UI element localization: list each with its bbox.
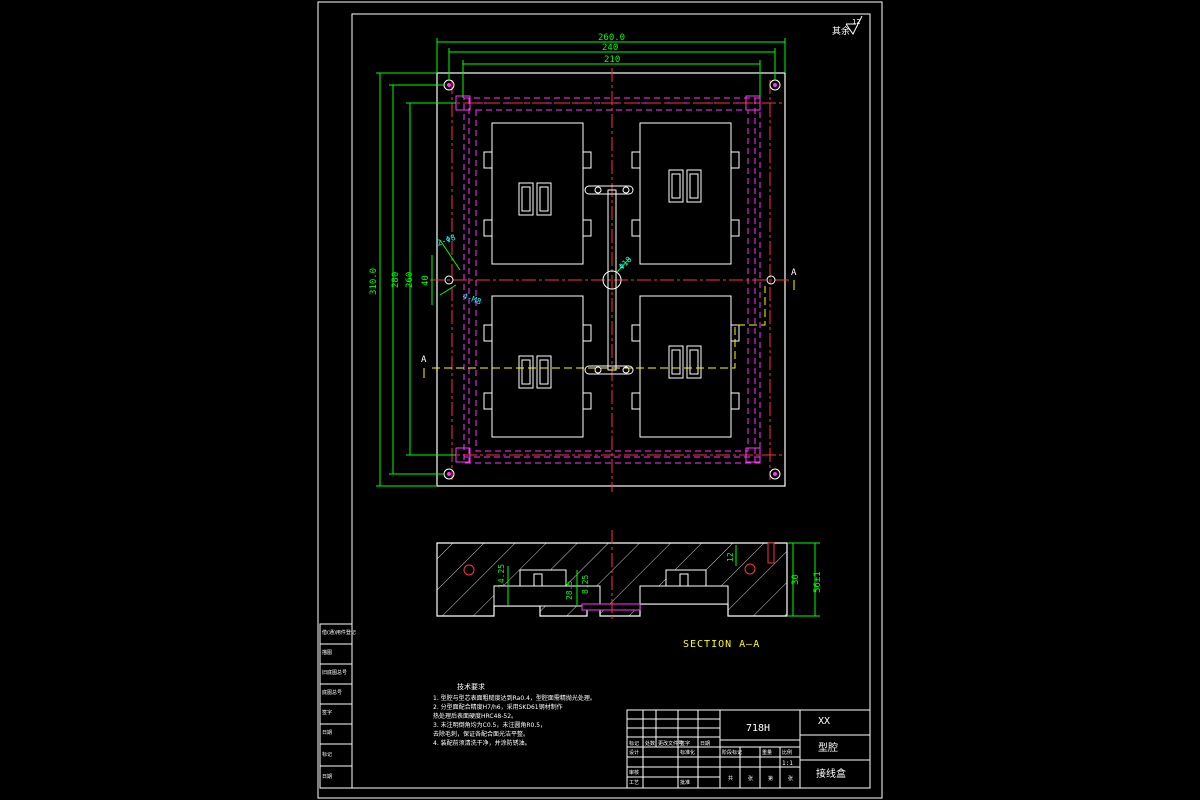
hole-note-2-phi8: 2-Φ8: [436, 233, 457, 248]
sprue-circle: [602, 270, 622, 290]
dim-height-40: 40: [421, 275, 431, 286]
sign-cell: 工艺: [629, 780, 639, 786]
roughness-value: 12: [852, 18, 860, 26]
side-cell: 描图: [322, 649, 332, 656]
material-code: 718H: [746, 723, 770, 734]
tech-line: 去除毛刺，保证各配合面光洁平整。: [433, 730, 529, 738]
side-table: 借(通)用件登记 描图 旧底图总号 底图总号 签字 日期 标记 日期: [319, 623, 356, 789]
cavity-top-left: [483, 122, 592, 265]
plan-view: A A 260.0: [369, 33, 797, 492]
side-hole: [444, 275, 454, 285]
section-dim-14: 14.25: [497, 564, 506, 588]
roughness-label: 其余: [832, 25, 850, 37]
sheet-cell: 第: [768, 775, 773, 782]
section-mark-right: A: [791, 268, 797, 278]
side-cell: 底图总号: [322, 689, 342, 696]
section-title: SECTION A—A: [683, 639, 760, 650]
section-dim-8: 8.25: [581, 575, 590, 594]
tech-line: 1. 型腔与型芯表面粗糙度达到Ra0.4，型腔面需精抛光处理。: [433, 694, 596, 702]
sheet-cell: 共: [728, 775, 733, 782]
runner-system: [584, 185, 634, 375]
design-cell: 标准化: [680, 749, 695, 756]
rev-col: 标记: [629, 740, 639, 747]
section-dim-30: 30: [791, 574, 801, 585]
section-cut-line: [432, 286, 766, 369]
sheet-cell: 张: [788, 775, 793, 782]
side-cell: 借(通)用件登记: [322, 629, 356, 636]
design-cell: 阶段标记: [722, 749, 742, 756]
dim-width-210: 210: [604, 55, 620, 65]
side-cell: 签字: [322, 709, 332, 716]
side-cell: 日期: [322, 730, 332, 736]
cavity-bottom-left: [483, 295, 592, 438]
cavity-top-right: [631, 122, 740, 265]
sign-cell: 批准: [680, 779, 690, 786]
side-cell: 日期: [322, 774, 332, 780]
section-mark-left: A: [421, 355, 427, 365]
rev-col: 更改文件号: [658, 740, 683, 747]
dim-height-260: 260: [405, 272, 415, 288]
company-name: XX: [818, 716, 830, 727]
sign-cell: 审核: [629, 769, 639, 776]
dim-overall-height: 310.0: [369, 268, 379, 295]
section-view: 30 56±1 14.25 28.5 8.25 12 SECTION A—A: [436, 530, 823, 650]
section-dim-56: 56±1: [813, 571, 823, 593]
title-block: 718H XX 型腔 接线盒 标记 处数 更改文件号 签字 日期 设计 标准化 …: [626, 709, 871, 789]
scale-value: 1:1: [782, 760, 793, 767]
gate-diameter: Φ18: [617, 255, 634, 272]
part-name: 型腔: [818, 741, 838, 754]
sheet-cell: 张: [748, 775, 753, 782]
roughness-symbol: 其余 12: [832, 15, 863, 37]
tech-line: 4. 装配前须清洗干净，并涂防锈油。: [433, 739, 531, 747]
cavity-bottom-right: [631, 295, 740, 438]
side-hole: [766, 275, 776, 285]
tech-requirements: 技术要求 1. 型腔与型芯表面粗糙度达到Ra0.4，型腔面需精抛光处理。 2. …: [433, 682, 596, 747]
design-cell: 重量: [762, 749, 772, 756]
dim-overall-width: 260.0: [598, 33, 625, 43]
design-cell: 比例: [782, 749, 792, 756]
section-dim-28: 28.5: [565, 581, 574, 600]
side-cell: 旧底图总号: [322, 669, 347, 676]
drawing-border: [351, 13, 871, 789]
dim-width-240: 240: [602, 43, 618, 53]
hole-note-4-m8: 4-M8: [461, 291, 482, 306]
rev-col: 日期: [700, 741, 710, 747]
dim-height-280: 280: [391, 272, 401, 288]
design-cell: 设计: [629, 749, 639, 756]
section-dim-12: 12: [726, 552, 735, 562]
corner-hole: [769, 468, 781, 480]
tech-title: 技术要求: [457, 682, 485, 691]
tech-line: 2. 分型面配合精度H7/h6，采用SKD61钢材制作: [433, 703, 563, 711]
side-cell: 标记: [322, 751, 332, 758]
rev-col: 处数: [645, 740, 655, 747]
sheet-frame: [317, 1, 883, 799]
tech-line: 热处理后表面硬度HRC48-52。: [433, 712, 517, 720]
product-name: 接线盒: [816, 767, 846, 780]
dimension-lines: [376, 38, 786, 487]
rev-col: 签字: [680, 740, 690, 747]
tech-line: 3. 未注明倒角均为C0.5，未注圆角R0.5，: [433, 721, 546, 729]
